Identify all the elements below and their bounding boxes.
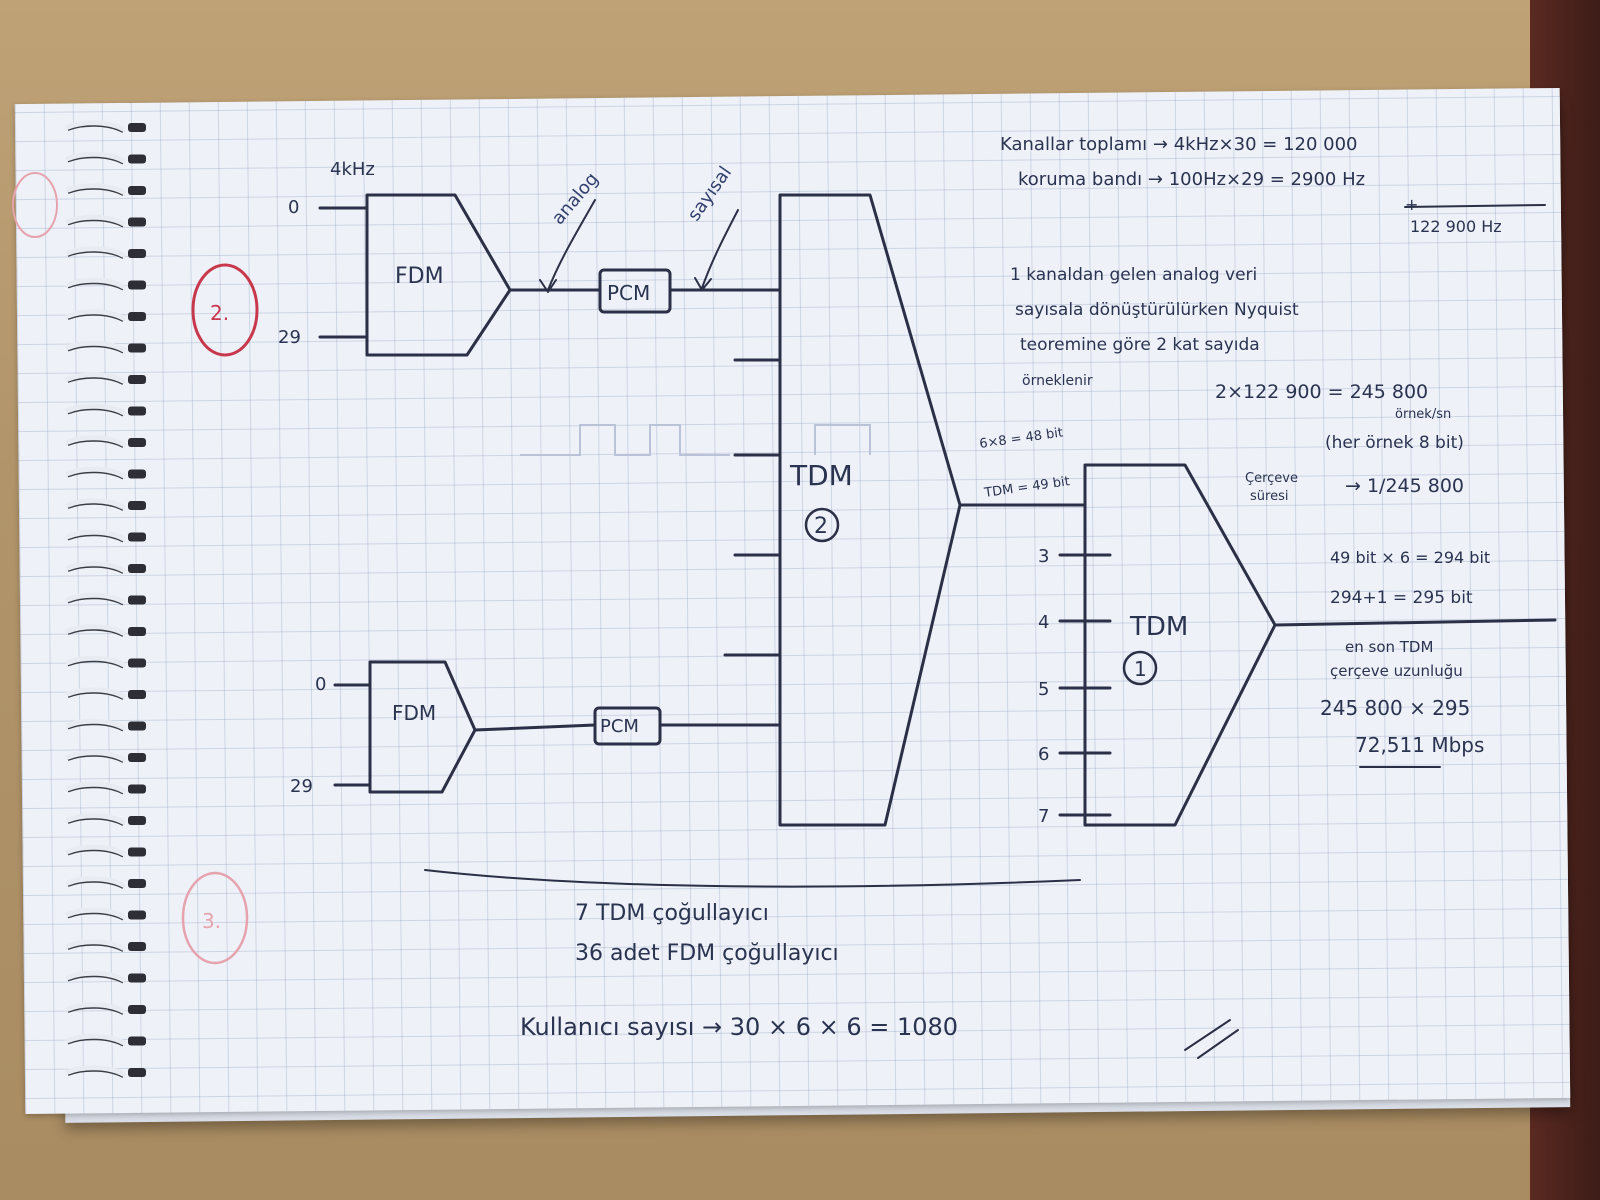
note-line-3: teoremine göre 2 kat sayıda <box>1020 335 1260 355</box>
pcm-top-label: PCM <box>607 281 650 305</box>
spiral-ring <box>65 183 146 196</box>
tdm1-input-4: 4 <box>1038 612 1049 633</box>
spiral-ring <box>65 970 146 984</box>
note-bits-per-sample: (her örnek 8 bit) <box>1325 433 1464 453</box>
tdm1-input-7: 7 <box>1038 806 1049 827</box>
spiral-ring <box>65 151 146 165</box>
tdm2-number: 2 <box>814 514 828 539</box>
margin-mark-3: 3. <box>202 909 221 933</box>
digital-label: sayısal <box>684 163 736 225</box>
spiral-ring <box>65 214 146 228</box>
spiral-ring <box>65 592 146 606</box>
spiral-ring <box>65 718 146 732</box>
spiral-ring <box>65 498 146 511</box>
note-user-count: Kullanıcı sayısı → 30 × 6 × 6 = 1080 <box>520 1013 958 1041</box>
tdm2-frame-bits: TDM = 49 bit <box>982 474 1070 501</box>
bottom-channel-end: 29 <box>290 776 313 797</box>
margin-mark-2: 2. <box>210 301 229 325</box>
top-channel-end: 29 <box>278 327 301 348</box>
spiral-ring <box>65 466 146 480</box>
spiral-ring <box>65 529 146 543</box>
note-line-2: sayısala dönüştürülürken Nyquist <box>1015 300 1299 320</box>
note-frame-label-2: süresi <box>1250 489 1288 504</box>
tdm2-output-bits: 6×8 = 48 bit <box>978 425 1064 452</box>
spiral-ring <box>65 1002 146 1015</box>
note-line-4: örneklenir <box>1022 373 1093 389</box>
spiral-ring <box>65 372 146 385</box>
spiral-ring <box>65 624 146 637</box>
spiral-ring <box>65 1033 146 1047</box>
fdm-bottom-label: FDM <box>392 701 436 725</box>
spiral-ring <box>65 750 146 763</box>
note-fdm-count: 36 adet FDM çoğullayıcı <box>575 941 839 966</box>
spiral-ring <box>65 939 146 952</box>
spiral-rings <box>65 120 146 1078</box>
top-input-freq: 4kHz <box>330 159 375 180</box>
top-channel-start: 0 <box>288 197 299 218</box>
tdm1-input-6: 6 <box>1038 744 1049 765</box>
note-plus: + <box>1405 195 1418 214</box>
tdm2-shape <box>778 193 962 827</box>
note-frame-duration: → 1/245 800 <box>1345 475 1464 497</box>
spiral-ring <box>65 309 146 322</box>
note-result-rate: 72,511 Mbps <box>1355 733 1484 757</box>
note-rate-calc: 245 800 × 295 <box>1320 696 1470 720</box>
spiral-ring <box>65 340 146 354</box>
note-frame-bits-total: 294+1 = 295 bit <box>1330 588 1473 608</box>
fdm-top-shape <box>365 193 512 357</box>
note-frame-label: Çerçeve <box>1245 471 1298 486</box>
tdm1-shape <box>1083 463 1277 827</box>
tdm2-label: TDM <box>789 459 853 492</box>
spiral-ring <box>65 561 146 574</box>
tdm1-input-3: 3 <box>1038 546 1049 567</box>
spiral-binding <box>28 115 168 1095</box>
note-frame-bits: 49 bit × 6 = 294 bit <box>1330 548 1490 567</box>
note-total-bandwidth: 122 900 Hz <box>1410 217 1502 236</box>
spiral-ring <box>65 907 146 921</box>
spiral-ring <box>65 403 146 417</box>
fdm-top-label: FDM <box>395 264 444 289</box>
spiral-ring <box>65 1065 146 1078</box>
spiral-ring <box>65 781 146 795</box>
notes-right: Kanallar toplamı → 4kHz×30 = 120 000 kor… <box>1000 134 1502 757</box>
tdm1-label: TDM <box>1129 612 1188 642</box>
note-sample-unit: örnek/sn <box>1395 407 1451 422</box>
analog-label: analog <box>548 169 603 229</box>
fdm-bottom-shape <box>368 660 477 794</box>
note-line-1: 1 kanaldan gelen analog veri <box>1010 265 1257 285</box>
bottom-channel-start: 0 <box>315 674 326 695</box>
note-guard-band: koruma bandı → 100Hz×29 = 2900 Hz <box>1018 169 1365 190</box>
note-tdm-count: 7 TDM çoğullayıcı <box>575 901 769 926</box>
note-sample-rate: 2×122 900 = 245 800 <box>1215 381 1428 403</box>
spiral-ring <box>65 813 146 826</box>
spiral-ring <box>65 246 146 259</box>
spiral-ring <box>65 844 146 858</box>
spiral-ring <box>65 277 146 291</box>
note-channels-total: Kanallar toplamı → 4kHz×30 = 120 000 <box>1000 134 1358 155</box>
spiral-ring <box>65 655 146 669</box>
spiral-ring <box>65 687 146 700</box>
tdm1-number: 1 <box>1134 657 1147 681</box>
spiral-ring <box>65 120 146 133</box>
pcm-bottom-label: PCM <box>600 716 639 737</box>
note-frame-length: çerçeve uzunluğu <box>1330 662 1463 680</box>
spiral-ring <box>65 876 146 889</box>
tdm1-input-5: 5 <box>1038 679 1049 700</box>
spiral-ring <box>65 435 146 448</box>
note-last-tdm: en son TDM <box>1345 638 1433 656</box>
